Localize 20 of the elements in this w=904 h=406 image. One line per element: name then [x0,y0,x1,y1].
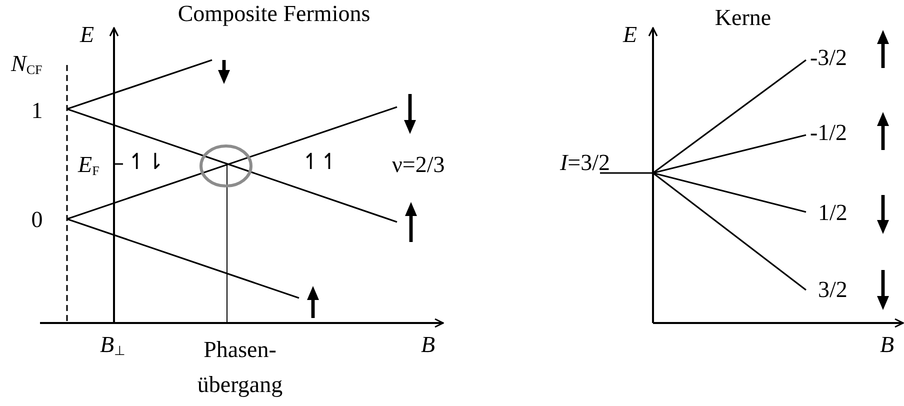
level-label: ν=2/3 [392,153,445,176]
level-label: 1/2 [818,201,848,224]
level-label: I=3/2 [560,151,610,174]
level-label: -3/2 [810,46,848,69]
level-label: 1 [31,99,43,122]
level-label: 3/2 [818,278,848,301]
spin-symbol: ↿↿ [302,152,338,174]
axis-label: E [622,23,638,46]
panel-title: Kerne [714,6,772,29]
level-label: 0 [31,208,43,231]
spin-symbol: ↿⇂ [128,152,164,174]
level-label: E$_{F}$ [78,153,100,177]
level-label: N$_{CF}$ [11,52,42,76]
axis-label: E [80,23,94,46]
level-label: -1/2 [810,121,848,144]
axis-label: B [880,333,894,356]
axis-annotation: Phasen- übergang [196,336,284,399]
axis-label: B [421,333,436,356]
axis-label: B$_{⊥}$ [100,333,126,357]
panel-title: Composite Fermions [178,2,370,25]
